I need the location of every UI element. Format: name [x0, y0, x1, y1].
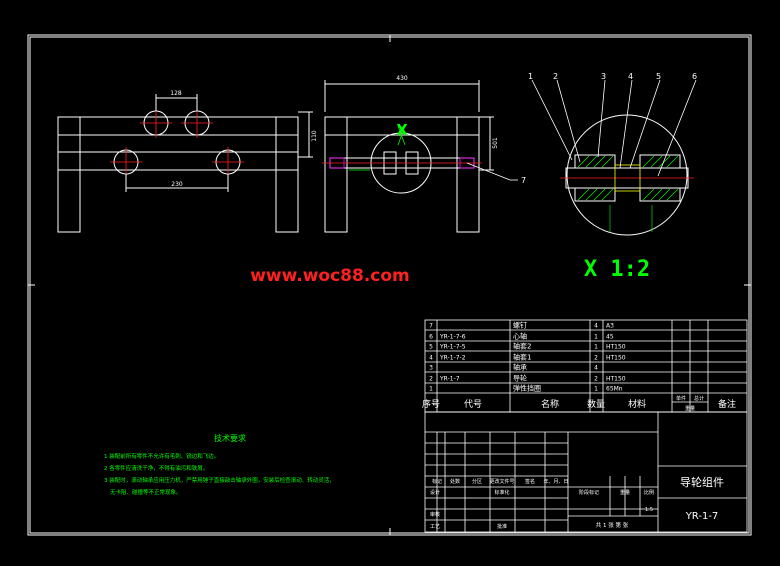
bom-cell-material: A3	[606, 323, 614, 330]
bom-cell-seq: 7	[429, 323, 433, 330]
title-block-grid	[424, 411, 748, 533]
bom-cell-name: 导轮	[513, 374, 527, 383]
bom-cell-seq: 2	[429, 376, 433, 383]
tb-mark: 标记	[432, 478, 442, 485]
bom-header-code: 代号	[464, 399, 482, 410]
bom-cell-code: YR-1-7-2	[439, 355, 466, 362]
bom-cell-material: HT150	[606, 355, 626, 362]
front-view	[57, 94, 313, 233]
tb-change-doc: 更改文件号	[489, 478, 514, 485]
bom-table-grid	[424, 319, 748, 413]
detail-label: X 1:2	[584, 257, 650, 282]
bom-cell-qty: 2	[594, 376, 598, 383]
tb-weight: 重量	[620, 489, 630, 496]
dim-front-top: 128	[170, 90, 182, 97]
bom-header-qty: 数量	[587, 398, 605, 410]
callout-1: 1	[528, 72, 533, 81]
bom-cell-seq: 6	[429, 334, 433, 341]
title-block-text: 标记 处数 分区 更改文件号 签名 年、月、日 设计 标准化 审核 工艺 批准 …	[430, 475, 724, 530]
bom-header-remark: 备注	[718, 398, 736, 410]
bom-cell-qty: 1	[594, 386, 598, 393]
dim-front-bottom: 230	[171, 181, 183, 188]
callout-5: 5	[656, 72, 661, 81]
bom-cell-name: 弹性挡圈	[513, 384, 541, 393]
tb-standardize: 标准化	[494, 489, 509, 496]
bom-header-unit: 单件	[676, 395, 686, 402]
side-view	[324, 80, 494, 233]
tb-sheets: 共 1 张 第 张	[596, 521, 629, 529]
bom-cell-code: YR-1-7-5	[439, 344, 466, 351]
bom-cell-seq: 3	[429, 365, 433, 372]
bom-cell-qty: 4	[594, 323, 598, 330]
tech-req-item-2: 2 各零件应清洗干净，不得有油污和铁屑。	[104, 464, 208, 472]
tb-sign: 签名	[525, 478, 535, 485]
bom-cell-seq: 1	[429, 386, 433, 393]
tech-req-item-3: 3 装配时，滚动轴承应用压力机，严禁用锤子直接敲击轴承外圈，安装后检查滚动、转动…	[104, 476, 335, 484]
tb-part-name: 导轮组件	[680, 475, 724, 489]
watermark: www.woc88.com	[250, 266, 410, 286]
tb-design: 设计	[430, 489, 440, 496]
callout-7: 7	[521, 176, 526, 185]
callout-4: 4	[628, 72, 633, 81]
bom-cell-seq: 4	[429, 355, 433, 362]
dim-side-height: 501	[492, 137, 499, 149]
bom-cell-seq: 5	[429, 344, 433, 351]
bom-header-seq: 序号	[422, 398, 440, 410]
tb-date: 年、月、日	[543, 478, 568, 485]
bom-header-material: 材料	[628, 398, 646, 410]
bom-cell-code: YR-1-7-6	[439, 334, 466, 341]
bom-cell-name: 心轴	[513, 332, 527, 341]
sheet-border	[27, 34, 752, 536]
bom-cell-material: HT150	[606, 344, 626, 351]
tb-stage-mark: 阶段标记	[579, 489, 599, 496]
bom-cell-material: HT150	[606, 376, 626, 383]
view-label: X	[396, 121, 408, 139]
detail-view	[531, 79, 697, 236]
bom-cell-qty: 1	[594, 334, 598, 341]
tb-zone: 分区	[472, 478, 482, 485]
bom-header-name: 名称	[541, 398, 559, 410]
tb-drawing-no: YR-1-7	[685, 511, 719, 522]
detail-callouts: 1 2 3 4 5 6	[528, 72, 697, 81]
callout-2: 2	[553, 72, 558, 81]
bom-header-total: 总计	[694, 395, 704, 402]
bom-header-weight: 重量	[685, 405, 695, 412]
bom-cell-name: 螺钉	[513, 321, 527, 330]
bom-cell-name: 轴承	[513, 363, 527, 372]
bom-cell-name: 轴套1	[513, 353, 531, 362]
dim-front-side: 110	[311, 130, 318, 142]
side-view-colored	[322, 125, 482, 171]
tb-approve: 批准	[497, 523, 507, 530]
bom-cell-qty: 1	[594, 344, 598, 351]
tb-count: 处数	[450, 478, 460, 485]
tech-req-item-4: 无卡阻、碰撞等不正常现象。	[110, 488, 182, 496]
tb-process: 工艺	[430, 524, 440, 530]
tb-review: 审核	[430, 511, 440, 518]
bom-header: 序号 代号 名称 数量 材料 单件 总计 重量 备注	[422, 395, 736, 412]
tb-scale: 1:5	[645, 507, 653, 513]
dim-side-top: 430	[396, 75, 408, 82]
bom-cell-material: 45	[606, 334, 614, 341]
callout-6: 6	[692, 72, 697, 81]
bom-cell-code: YR-1-7	[439, 376, 460, 383]
bom-cell-name: 轴套2	[513, 342, 531, 351]
bom-cell-qty: 2	[594, 355, 598, 362]
tech-req-item-1: 1 装配前所有零件不允许有毛刺、锐边和飞边。	[104, 452, 219, 460]
bom-cell-qty: 4	[594, 365, 598, 372]
leader-7	[466, 162, 518, 181]
callout-3: 3	[601, 72, 606, 81]
tb-scale-label: 比例	[644, 489, 654, 496]
tech-req-title: 技术要求	[214, 433, 246, 443]
bom-cell-material: 65Mn	[606, 386, 623, 393]
